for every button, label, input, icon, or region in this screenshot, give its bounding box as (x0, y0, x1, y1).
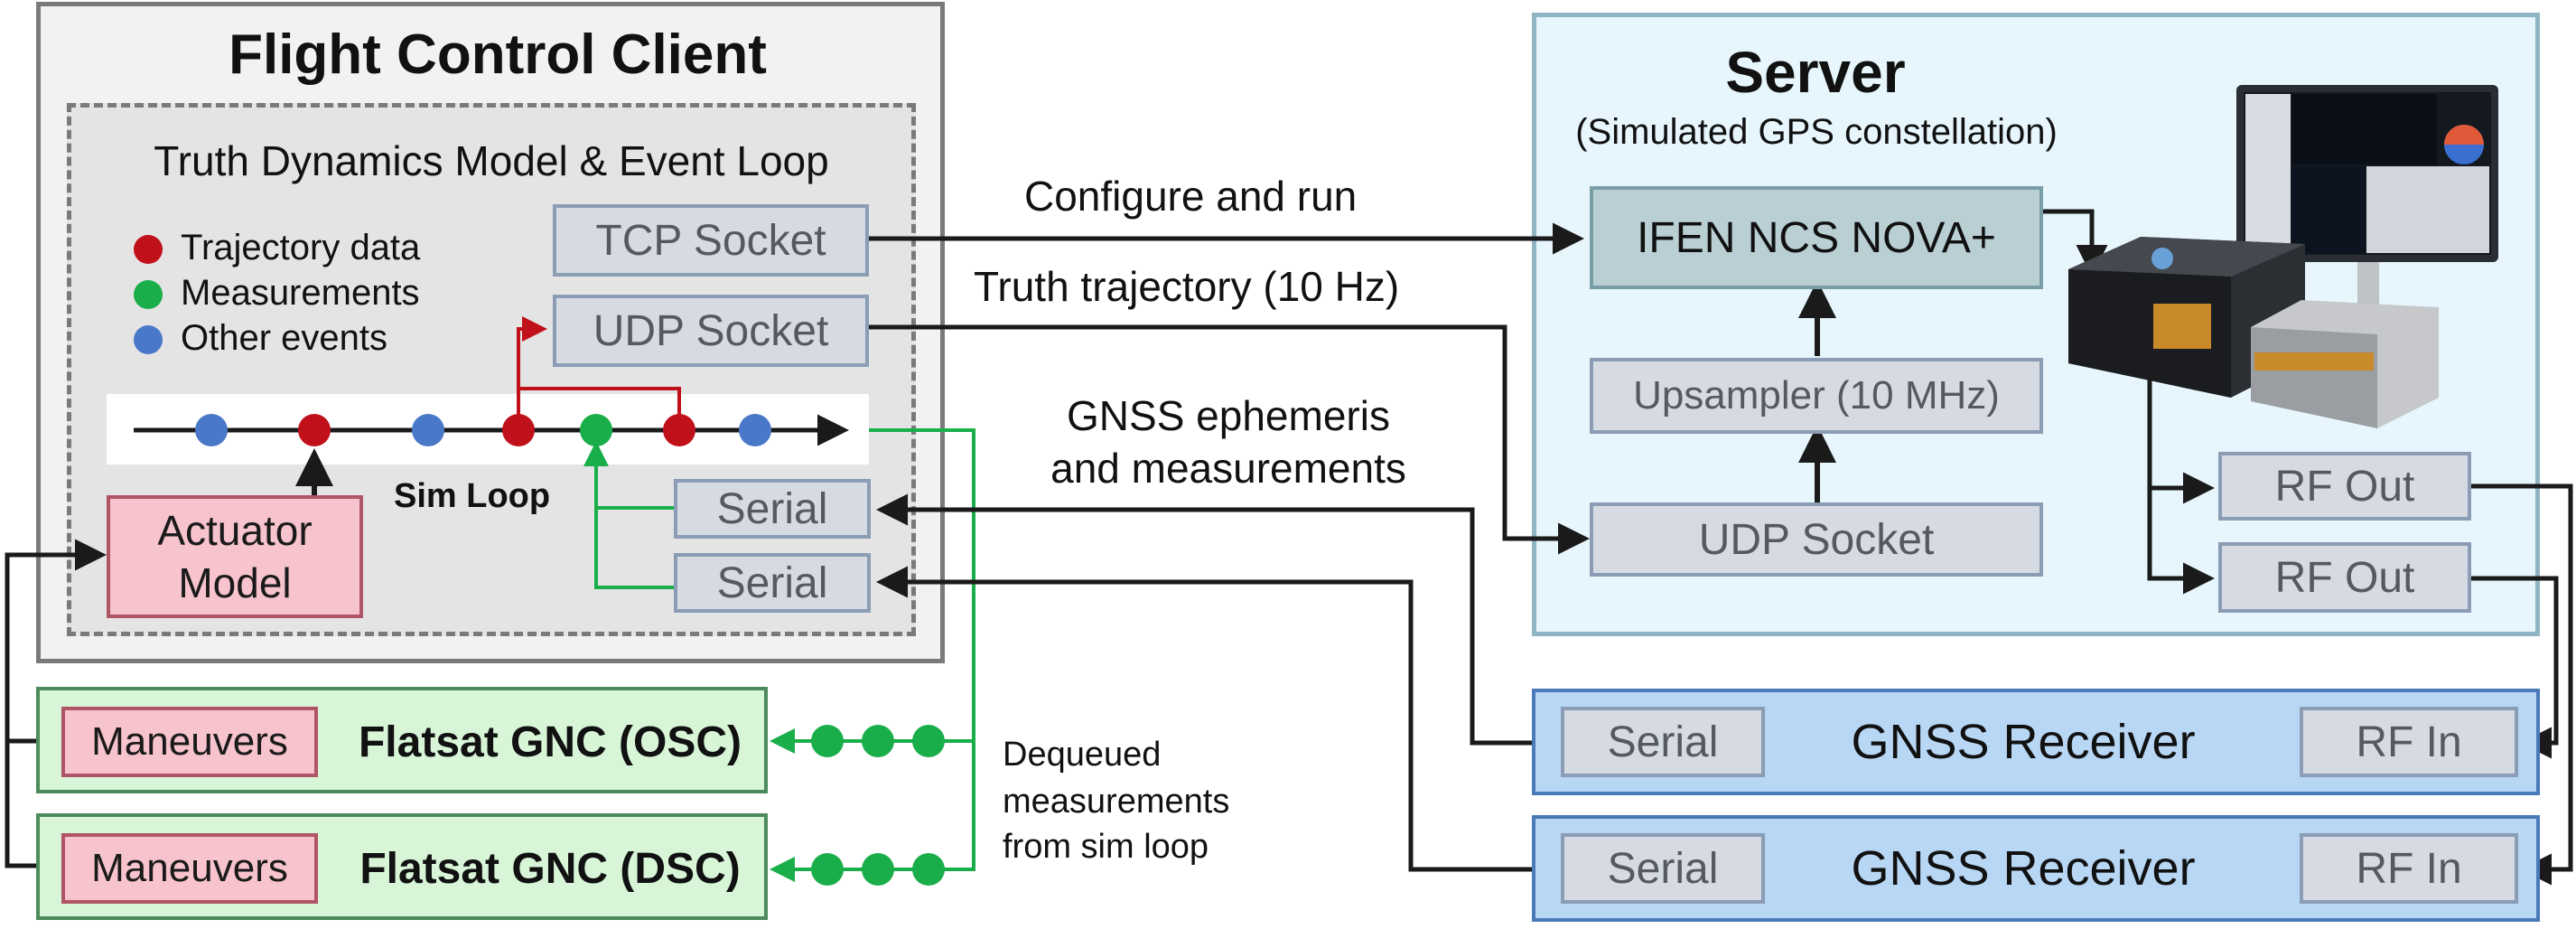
gnss-receiver-2: Serial GNSS Receiver RF In (1532, 815, 2540, 922)
serial-box-2: Serial (674, 553, 871, 613)
receiver-name: GNSS Receiver (1851, 715, 2196, 769)
maneuvers-box: Maneuvers (61, 707, 318, 777)
nova-to-hardware-line (2043, 209, 2108, 277)
receiver-serial-box: Serial (1561, 707, 1765, 777)
truth-trajectory-line (869, 324, 1590, 555)
client-title: Flight Control Client (229, 23, 767, 86)
receiver-rf-in-box: RF In (2300, 707, 2518, 777)
receiver-serial-box: Serial (1561, 833, 1765, 904)
receiver-name: GNSS Receiver (1851, 841, 2196, 896)
flatsat-name: Flatsat GNC (OSC) (358, 718, 742, 766)
queued-measurement-dot (862, 853, 894, 886)
truth-trajectory-label: Truth trajectory (10 Hz) (974, 263, 1400, 310)
server-subtitle: (Simulated GPS constellation) (1575, 111, 2058, 152)
server-udp-socket-box: UDP Socket (1590, 502, 2043, 577)
queued-measurement-dot (912, 725, 945, 757)
dequeued-label-3: from sim loop (1003, 828, 1209, 866)
dequeued-label-1: Dequeued (1003, 736, 1162, 774)
serial-box-1: Serial (674, 479, 871, 539)
event-measurement-dot (580, 414, 612, 446)
legend-measurement-dot (134, 280, 163, 309)
legend-trajectory-dot (134, 235, 163, 264)
event-other-dot (195, 414, 228, 446)
gnss-receiver-1: Serial GNSS Receiver RF In (1532, 689, 2540, 795)
actuator-model-box: Actuator Model (107, 495, 363, 618)
legend-other-dot (134, 325, 163, 354)
rfout1-to-rfin2-line (2471, 483, 2573, 886)
queued-measurement-dot (811, 725, 844, 757)
flatsat-name: Flatsat GNC (DSC) (359, 844, 741, 893)
configure-label: Configure and run (1024, 173, 1358, 220)
server-title: Server (1725, 40, 1906, 105)
tcp-socket-box: TCP Socket (553, 204, 869, 277)
event-other-dot (739, 414, 771, 446)
rfout2-to-rfin1-line (2471, 576, 2559, 759)
maneuvers-box: Maneuvers (61, 833, 318, 904)
ifen-nova-box: IFEN NCS NOVA+ (1590, 186, 2043, 289)
rf-out-box-2: RF Out (2218, 542, 2471, 613)
flatsat-dsc: Maneuvers Flatsat GNC (DSC) (36, 813, 768, 920)
legend-measurement-label: Measurements (181, 273, 420, 313)
dequeued-label-2: measurements (1003, 783, 1230, 821)
udp-socket-box: UDP Socket (553, 295, 869, 367)
queued-measurement-dot (811, 853, 844, 886)
hardware-to-rfout2-line (2147, 488, 2215, 595)
event-trajectory-dot (663, 414, 695, 446)
flatsat-osc: Maneuvers Flatsat GNC (OSC) (36, 687, 768, 793)
queued-measurement-dot (862, 725, 894, 757)
rx1-to-serial1-line (876, 493, 1557, 746)
event-other-dot (412, 414, 444, 446)
trajectory-to-udp-line (517, 316, 547, 430)
legend-other-label: Other events (181, 318, 388, 358)
truth-dynamics-title: Truth Dynamics Model & Event Loop (154, 137, 829, 184)
rf-out-box-1: RF Out (2218, 452, 2471, 521)
serial1-to-loop-line (594, 506, 674, 589)
queued-measurement-dot (912, 853, 945, 886)
maneuvers-to-actuator-line (5, 539, 107, 744)
event-trajectory-dot (298, 414, 331, 446)
sim-loop-label: Sim Loop (394, 477, 551, 515)
upsampler-box: Upsampler (10 MHz) (1590, 358, 2043, 434)
gnss-ephemeris-label-1: GNSS ephemeris (1067, 392, 1390, 439)
gnss-ephemeris-label-2: and measurements (1050, 445, 1406, 492)
event-trajectory-dot (502, 414, 535, 446)
legend-trajectory-label: Trajectory data (181, 228, 421, 267)
receiver-rf-in-box: RF In (2300, 833, 2518, 904)
rx2-to-serial2-line (876, 566, 1557, 872)
